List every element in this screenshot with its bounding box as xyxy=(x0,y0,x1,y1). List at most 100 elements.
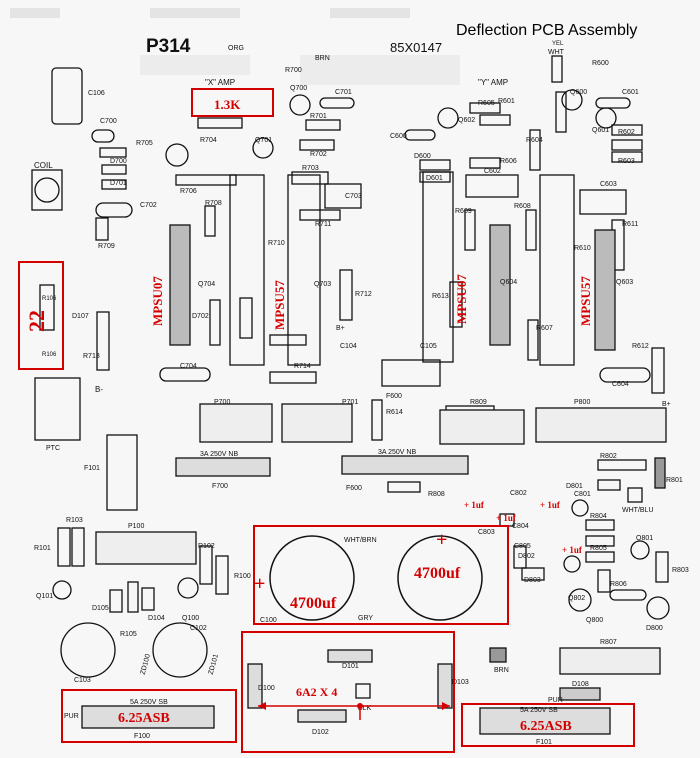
red-annotation-boxes xyxy=(18,88,635,753)
d101-label: D101 xyxy=(342,663,359,670)
bplus-label-x: B+ xyxy=(336,325,345,332)
f600-rating: 3A 250V NB xyxy=(378,449,416,456)
cap-right-plus: + xyxy=(436,529,447,551)
cap-left-plus: + xyxy=(254,573,265,595)
wht-blu-wire-label: WHT/BLU xyxy=(622,507,654,514)
q800-label: Q800 xyxy=(586,617,603,624)
f100-rating: 5A 250V SB xyxy=(130,699,168,706)
bplus-label-y: B+ xyxy=(662,401,671,408)
main-filter-caps xyxy=(269,535,483,621)
r702-label: R702 xyxy=(310,151,327,158)
r614-label: R614 xyxy=(386,409,403,416)
c106-capacitor xyxy=(51,67,83,125)
f101-holder xyxy=(106,434,138,511)
diagram-title: Deflection PCB Assembly xyxy=(456,22,637,39)
d102-label: D102 xyxy=(312,729,329,736)
diode-center-dot xyxy=(357,703,363,709)
y-amp-section xyxy=(404,55,665,394)
c603-label: C603 xyxy=(600,181,617,188)
r806-label: R806 xyxy=(610,581,627,588)
cap-right-annotation: 4700uf xyxy=(414,565,461,582)
r709-label: R709 xyxy=(98,243,115,250)
c604-label: C604 xyxy=(612,381,629,388)
c100-label: C100 xyxy=(260,617,277,624)
bminus-label: B- xyxy=(95,385,103,394)
r714-label: R714 xyxy=(294,363,311,370)
q801-label: Q801 xyxy=(636,535,653,542)
d107-label: D107 xyxy=(72,313,89,320)
wht-wire-label: WHT xyxy=(548,49,565,56)
mpsu07-right-annotation: MPSU07 xyxy=(454,274,469,324)
c102-capacitor xyxy=(152,622,208,678)
r809-label: R809 xyxy=(470,399,487,406)
r701-label: R701 xyxy=(310,113,327,120)
mpsu57-left-annotation: MPSU57 xyxy=(272,280,287,330)
r103-label: R103 xyxy=(66,517,83,524)
board-part-number: 85X0147 xyxy=(390,40,442,55)
diodes-annotation: 6A2 X 4 xyxy=(296,685,337,699)
r704-label: R704 xyxy=(200,137,217,144)
diode-arrow-left xyxy=(258,702,266,710)
d700-label: D700 xyxy=(110,158,127,165)
bottom-right xyxy=(489,499,670,701)
q802-label: Q802 xyxy=(568,595,585,602)
bottom-left xyxy=(52,527,229,678)
c101-capacitor xyxy=(397,535,483,621)
r106-resistor xyxy=(39,284,55,331)
x-amp-label: "X" AMP xyxy=(205,78,235,87)
q700-label: Q700 xyxy=(290,85,307,92)
yel-wire-label: YEL xyxy=(552,41,564,47)
r708-label: R708 xyxy=(205,200,222,207)
coil xyxy=(31,169,63,211)
f101b-label: F101 xyxy=(536,739,552,746)
q604-heatsink xyxy=(422,171,454,363)
c702-label: C702 xyxy=(140,202,157,209)
brn2-wire-label: BRN xyxy=(494,667,509,674)
r607-label: R607 xyxy=(536,325,553,332)
c805-label: C805 xyxy=(514,543,531,550)
fuse-right-annotation: 6.25ASB xyxy=(520,719,572,734)
r610-label: R610 xyxy=(574,245,591,252)
r102-label: R102 xyxy=(198,543,215,550)
f700-rating: 3A 250V NB xyxy=(200,451,238,458)
c700-label: C700 xyxy=(100,118,117,125)
q604-label: Q604 xyxy=(500,279,517,286)
d104-label: D104 xyxy=(148,615,165,622)
c600-label: C600 xyxy=(390,133,407,140)
r808-label: R808 xyxy=(428,491,445,498)
bridge-diodes-highlight xyxy=(241,631,455,753)
blk-wire-label: BLK xyxy=(358,705,372,712)
r100-label: R100 xyxy=(234,573,251,580)
ptc-thermistor xyxy=(34,377,81,441)
c104-label: C104 xyxy=(340,343,357,350)
zd100-label: ZD100 xyxy=(140,653,152,675)
q704-label: Q704 xyxy=(198,281,215,288)
filter-caps-highlight xyxy=(253,525,509,625)
q704-heatsink xyxy=(229,174,265,366)
c103-capacitor xyxy=(60,622,116,678)
c803-label: C803 xyxy=(478,529,495,536)
q603-label: Q603 xyxy=(616,279,633,286)
zd101-label: ZD101 xyxy=(208,653,220,675)
r605-label: R605 xyxy=(478,100,495,107)
ptc-label: PTC xyxy=(46,445,60,452)
c804-uf-annotation: + 1uf xyxy=(496,513,517,523)
c103-label: C103 xyxy=(74,677,91,684)
c701-label: C701 xyxy=(335,89,352,96)
c703-label: C703 xyxy=(345,193,362,200)
left-column xyxy=(31,67,138,511)
q602-label: Q602 xyxy=(458,117,475,124)
r609-label: R609 xyxy=(455,208,472,215)
d802-label: D802 xyxy=(518,553,535,560)
f600-label: F600 xyxy=(346,485,362,492)
r613-label: R613 xyxy=(432,293,449,300)
r704-value-annotation: 1.3K xyxy=(214,97,241,112)
d801-label: D801 xyxy=(566,483,583,490)
r106-bottom-label: R106 xyxy=(42,352,57,358)
d702-label: D702 xyxy=(192,313,209,320)
d601-label: D601 xyxy=(426,175,443,182)
c601-label: C601 xyxy=(622,89,639,96)
c805-uf-annotation: + 1uf xyxy=(562,545,583,555)
p700-label: P700 xyxy=(214,399,230,406)
